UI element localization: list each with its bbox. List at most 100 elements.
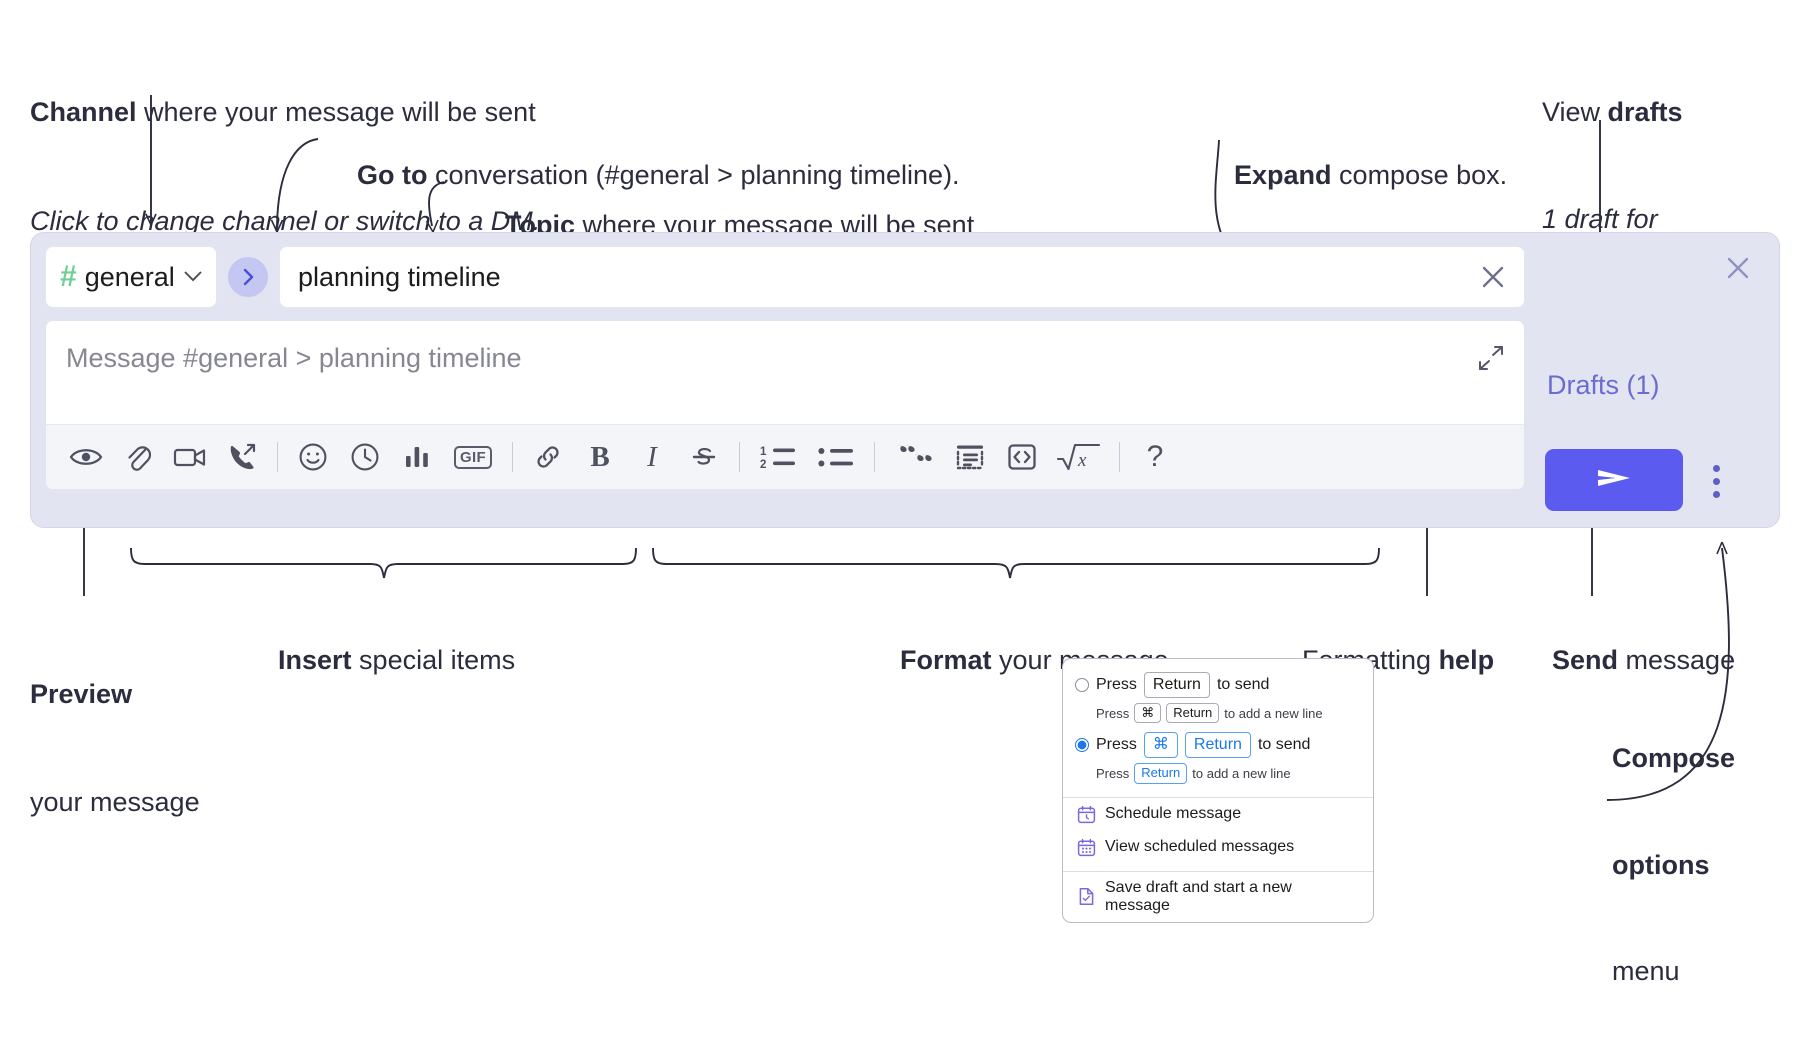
go-to-conversation-button[interactable] [228,257,268,297]
annotation-insert-rest: special items [351,644,516,675]
message-placeholder: Message #general > planning timeline [66,343,522,373]
phone-outgoing-icon[interactable] [216,435,268,479]
annotation-format-bold: Format [900,644,992,675]
menu-item-save-draft[interactable]: Save draft and start a new message [1063,872,1373,922]
annotation-help-bold: help [1438,644,1495,675]
menu-item-label: Save draft and start a new message [1105,878,1292,914]
code-block-icon[interactable] [944,435,996,479]
smiley-icon[interactable] [287,435,339,479]
annotation-preview-bold: Preview [30,679,133,710]
topic-value: planning timeline [298,261,501,292]
compose-main-column: # general planning timeline [45,246,1525,490]
annotated-screenshot: Channel where your message will be sent … [30,26,1780,986]
send-paper-plane-icon [1592,463,1636,498]
sub-action-label-1: to add a new line [1224,705,1323,721]
annotation-goto-rest: conversation (#general > planning timeli… [427,159,960,190]
radio-unselected-icon[interactable] [1075,678,1089,692]
chevron-down-icon [183,267,203,287]
question-mark-icon[interactable]: ? [1129,435,1181,479]
send-option-cmd-return[interactable]: Press ⌘ Return to send [1063,729,1373,761]
gif-label: GIF [454,445,492,469]
key-cmd-2: ⌘ [1143,732,1178,759]
annotation-send-rest: message [1618,644,1736,675]
calendar-grid-icon [1077,838,1096,857]
expand-icon[interactable] [1476,343,1508,375]
annotation-compose-line2: options [1612,849,1710,880]
annotation-channel: Channel where your message will be sent … [30,26,540,307]
separator-5 [1119,442,1120,472]
annotation-expand-bold: Expand [1234,159,1332,190]
message-input[interactable]: Message #general > planning timeline [46,321,1524,424]
annotation-insert: Insert special items [248,608,515,712]
strikethrough-icon[interactable] [678,435,730,479]
menu-divider-1 [1063,796,1373,798]
channel-selector[interactable]: # general [45,246,217,308]
svg-text:2: 2 [760,459,766,471]
clock-icon[interactable] [339,435,391,479]
press-label-2: Press [1096,736,1137,754]
link-icon[interactable] [522,435,574,479]
compose-header-row: # general planning timeline [45,246,1525,308]
send-option-cmd-return-sub: Press Return to add a new line [1063,761,1373,789]
annotation-compose-options: Compose options menu [1612,672,1735,1058]
preview-button[interactable] [60,435,112,479]
annotation-channel-rest: where your message will be sent [136,97,536,128]
topic-input[interactable]: planning timeline [279,246,1525,308]
press-label-1: Press [1096,676,1137,693]
annotation-drafts-bold: drafts [1607,97,1683,128]
annotation-expand: Expand compose box. [1204,123,1507,227]
close-icon[interactable] [1723,253,1757,287]
compose-right-rail: Drafts (1) [1523,233,1779,527]
compose-widget: # general planning timeline [30,232,1780,528]
bulleted-list-icon[interactable] [807,435,865,479]
attach-file-button[interactable] [112,435,164,479]
more-options-vertical-icon[interactable] [1703,461,1729,501]
annotation-goto-bold: Go to [357,159,428,190]
send-button[interactable] [1545,449,1683,511]
menu-item-label: Schedule message [1105,805,1242,822]
send-option-return[interactable]: Press Return to send [1063,669,1373,701]
bold-label: B [590,440,610,473]
separator-1 [277,442,278,472]
send-option-return-sub: Press ⌘ Return to add a new line [1063,701,1373,729]
annotation-channel-bold: Channel [30,97,137,128]
formatting-toolbar: GIF B I [46,424,1524,489]
sub-press-label-2: Press [1096,765,1130,781]
action-label-1: to send [1216,676,1270,693]
menu-divider-2 [1063,870,1373,872]
annotation-compose-line3: menu [1612,956,1680,987]
annotation-preview-line2: your message [30,786,200,817]
separator-3 [739,442,740,472]
menu-item-label: View scheduled messages [1105,838,1295,855]
annotation-expand-rest: compose box. [1331,159,1508,190]
annotation-compose-line1: Compose [1612,743,1736,774]
gif-icon[interactable]: GIF [443,435,503,479]
chevron-right-icon [241,267,255,287]
key-return-2: Return [1184,732,1251,759]
bold-icon[interactable]: B [574,435,626,479]
sub-action-label-2: to add a new line [1192,765,1291,781]
key-return-1: Return [1143,672,1210,698]
annotation-goto: Go to conversation (#general > planning … [327,123,960,227]
bar-chart-icon[interactable] [391,435,443,479]
quote-icon[interactable] [884,435,944,479]
sub-press-label-1: Press [1096,705,1130,721]
message-card: Message #general > planning timeline [45,320,1525,490]
calendar-clock-icon [1077,805,1096,824]
hash-icon: # [60,260,77,293]
italic-icon[interactable]: I [626,435,678,479]
menu-item-schedule-message[interactable]: Schedule message [1063,798,1373,831]
square-root-icon[interactable]: x [1048,435,1110,479]
separator-2 [512,442,513,472]
key-return-sub-1: Return [1166,703,1220,724]
ordered-list-icon[interactable]: 1 2 [749,435,807,479]
annotation-insert-bold: Insert [278,644,352,675]
drafts-link[interactable]: Drafts (1) [1547,370,1660,400]
annotation-channel-sub: Click to change channel or switch to a D… [30,205,541,236]
radio-selected-icon[interactable] [1075,738,1089,753]
menu-item-view-scheduled-messages[interactable]: View scheduled messages [1063,831,1373,864]
close-icon[interactable] [1476,260,1510,294]
video-camera-icon[interactable] [164,435,216,479]
code-icon[interactable] [996,435,1048,479]
annotation-drafts-plain: View [1542,97,1608,128]
